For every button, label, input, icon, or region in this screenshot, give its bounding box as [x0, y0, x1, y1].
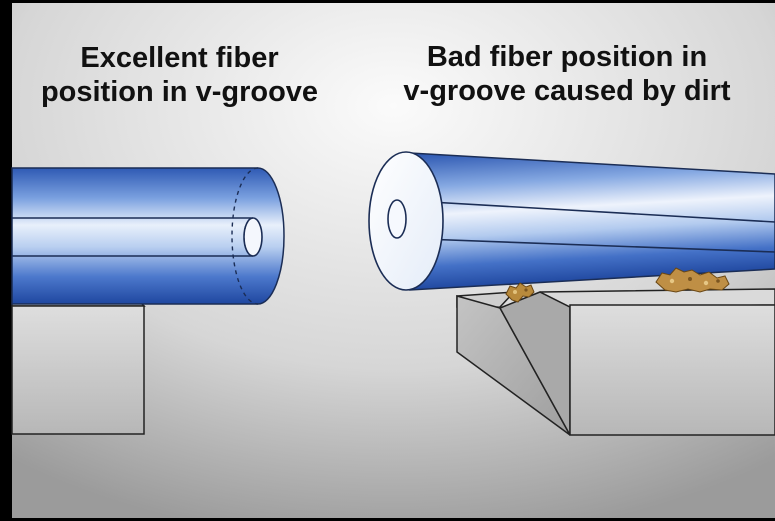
right-core-end [387, 199, 407, 239]
caption-good-line1: Excellent fiber [80, 42, 279, 74]
caption-good-position: Excellent fiber position in v-groove [12, 41, 347, 109]
right-bad-setup [368, 151, 775, 436]
dirt-particle-groove [505, 282, 535, 303]
left-fiber-cylinder [11, 167, 285, 305]
left-block-front [11, 305, 145, 435]
caption-bad-line1: Bad fiber position in [426, 41, 708, 73]
right-block-front [569, 304, 775, 436]
left-good-setup [11, 167, 285, 435]
right-core-bottom-line [395, 237, 775, 253]
caption-bad-position: Bad fiber position in v-groove caused by… [362, 40, 772, 108]
right-fiber-body [409, 152, 775, 291]
caption-bad-line2: v-groove caused by dirt [403, 75, 731, 107]
caption-good-line2: position in v-groove [40, 76, 319, 108]
right-core-top-line [395, 199, 775, 223]
dirt-particle-surface [655, 267, 730, 293]
